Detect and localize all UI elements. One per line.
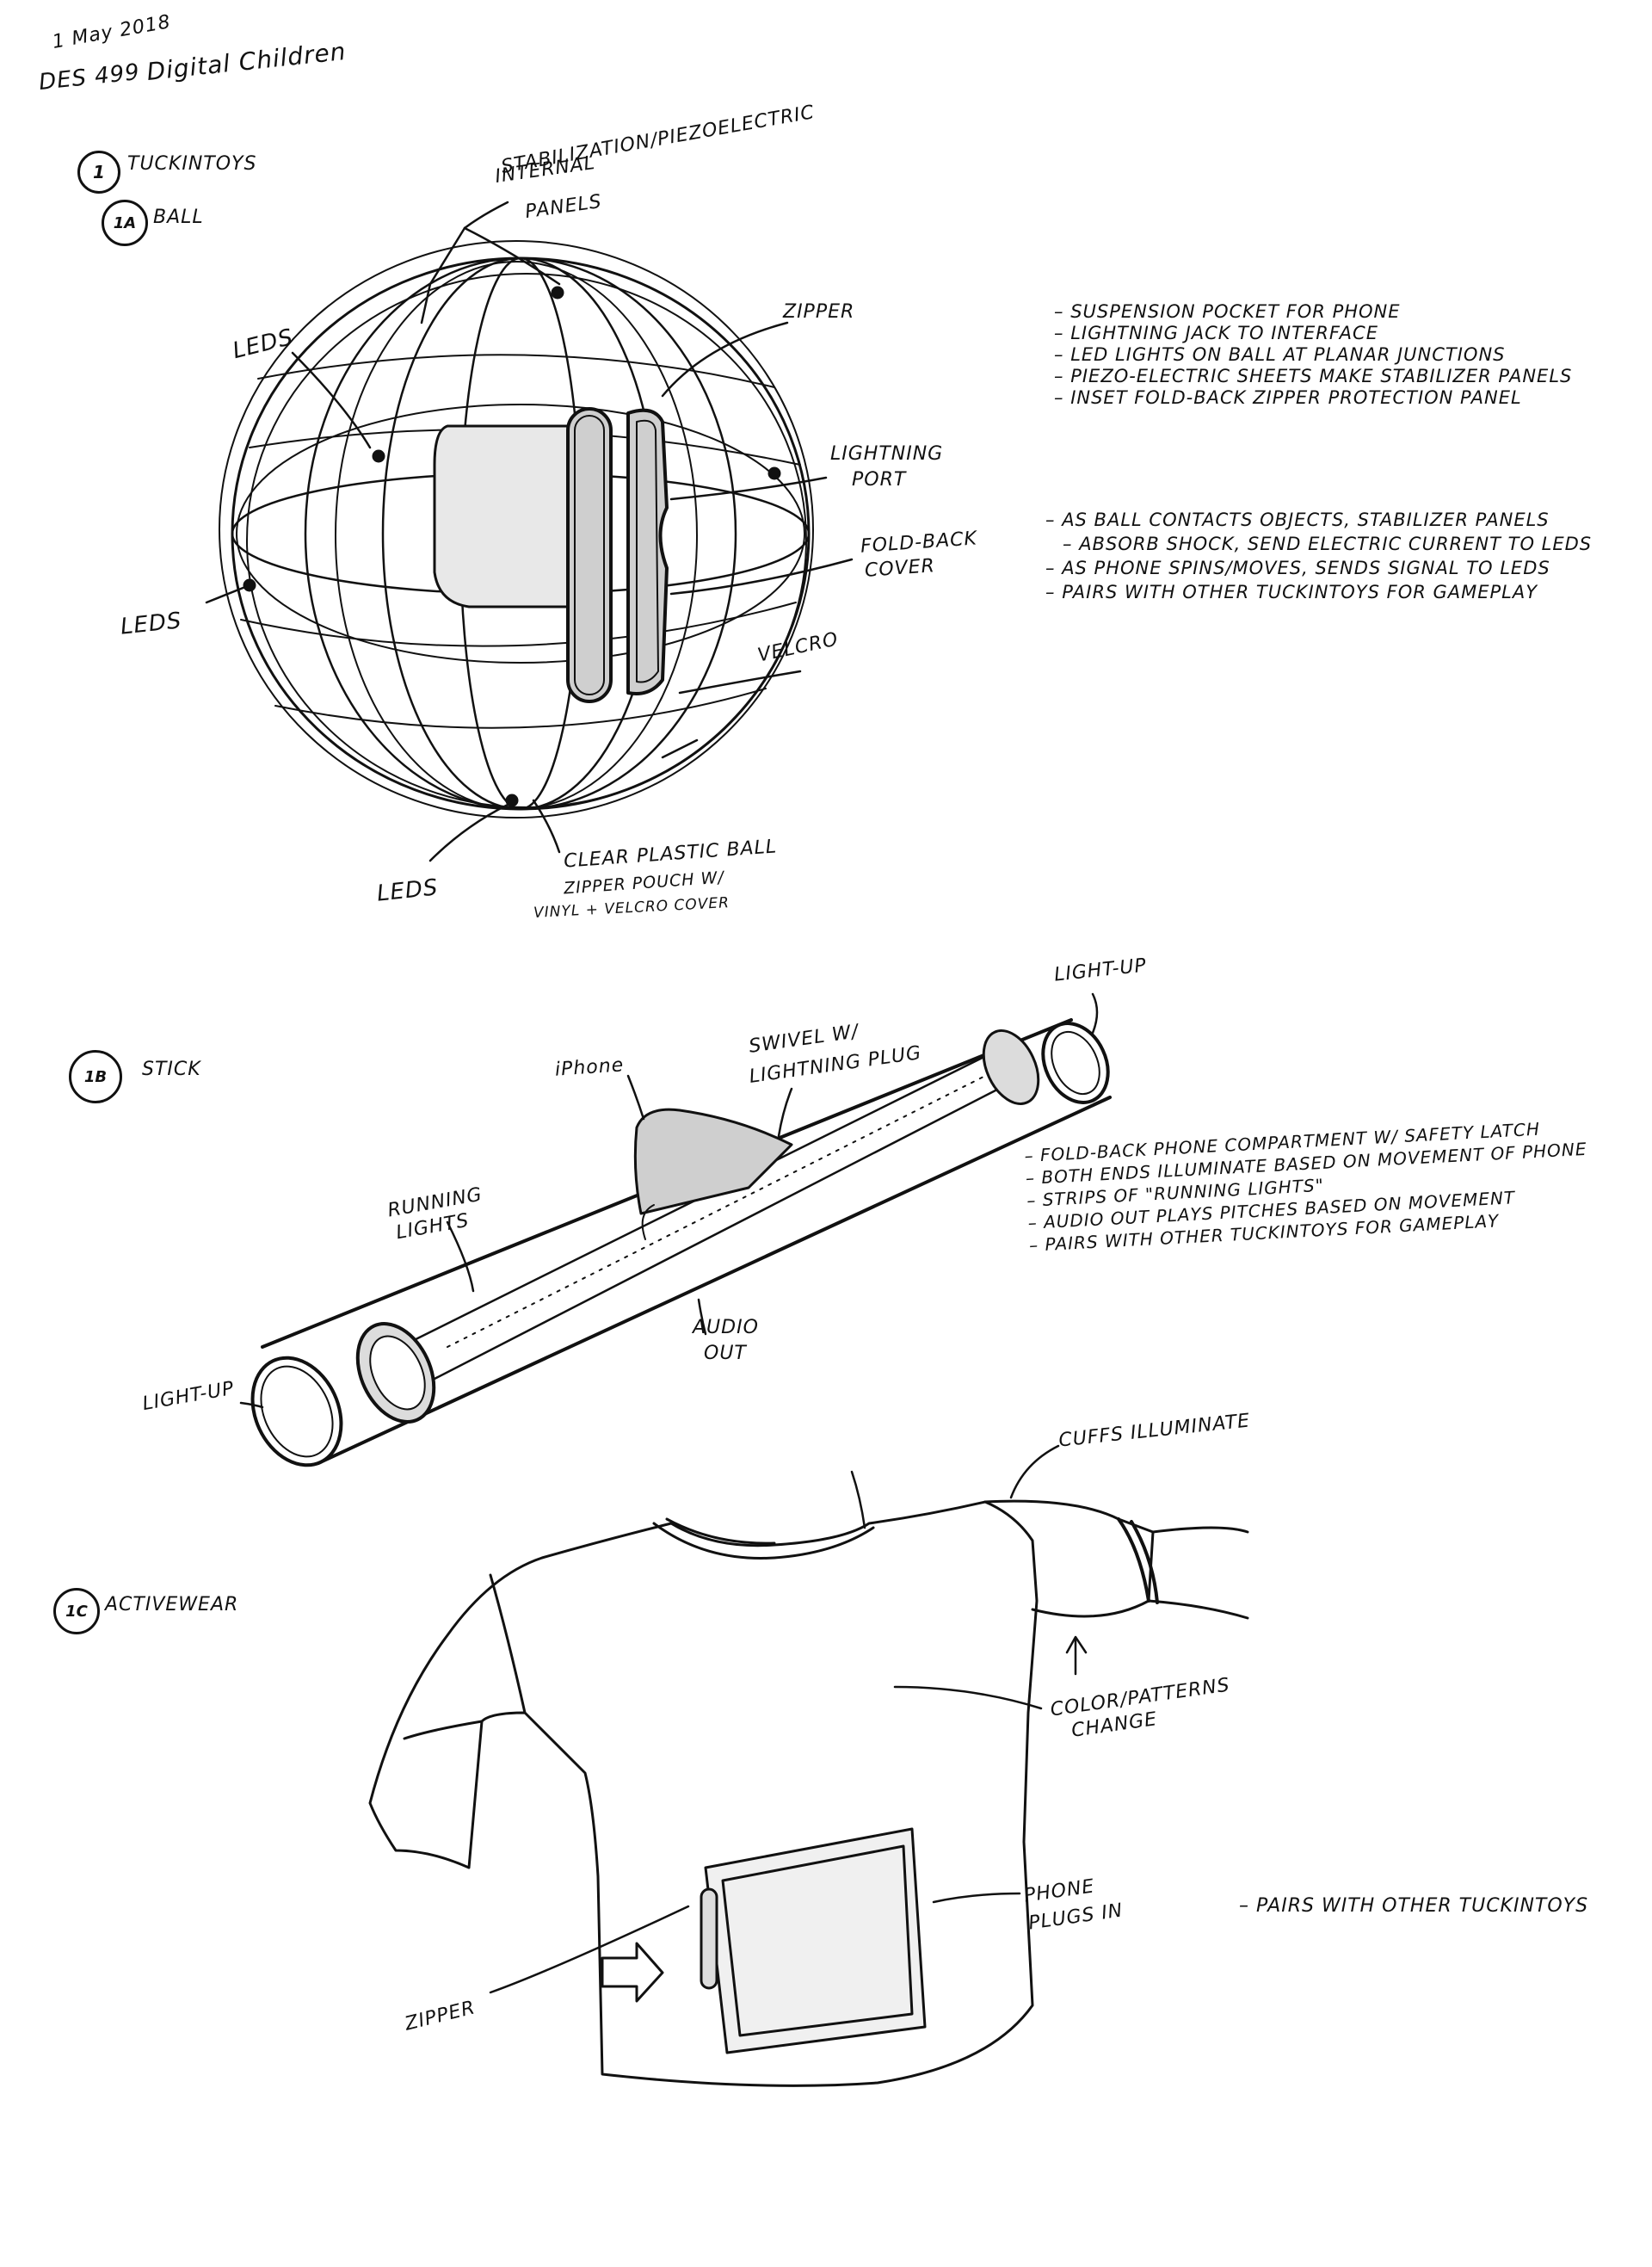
activewear-leaders [489, 1444, 1088, 1994]
stick-sketch [250, 1018, 1112, 1467]
section-title-stick: Stick [142, 1059, 201, 1080]
ball-leaders [205, 201, 854, 862]
stick-leaders [239, 992, 1099, 1409]
ball-notes-a: Suspension pocket for phone Lightning ja… [1054, 301, 1572, 409]
section-number-1: 1 [77, 151, 120, 194]
ball-note-a-2: Lightning jack to interface [1054, 323, 1572, 344]
label-audio-out-1: Audio [693, 1317, 759, 1338]
ball-note-b-2: As phone spins/moves, sends signal to LE… [1045, 556, 1592, 580]
activewear-note-1: Pairs with other Tuckintoys [1239, 1893, 1588, 1919]
label-zipper-ball: Zipper [783, 301, 855, 323]
section-number-1b: 1B [69, 1050, 122, 1103]
activewear-notes: Pairs with other Tuckintoys [1239, 1893, 1588, 1919]
ball-notes-b: As ball contacts objects, stabilizer pan… [1045, 508, 1592, 604]
label-audio-out-2: Out [704, 1343, 747, 1364]
ball-note-a-1: Suspension pocket for phone [1054, 301, 1572, 323]
ball-note-a-5: Inset fold-back zipper protection panel [1054, 387, 1572, 409]
label-lightning-port-2: Port [852, 469, 907, 491]
ball-note-a-4: Piezo-electric sheets make stabilizer pa… [1054, 366, 1572, 387]
ball-note-b-1b: absorb shock, send electric current to L… [1045, 532, 1592, 556]
ball-sketch [219, 240, 814, 818]
ball-note-a-3: LED lights on ball at planar junctions [1054, 344, 1572, 366]
label-lightning-port-1: Lightning [830, 443, 944, 465]
ball-note-b-3: Pairs with other Tuckintoys for gameplay [1045, 580, 1592, 604]
section-number-1a: 1A [102, 200, 148, 246]
section-title-tuckintoys: Tuckintoys [127, 153, 257, 175]
ball-note-b-1a: As ball contacts objects, stabilizer pan… [1045, 508, 1592, 532]
section-title-ball: Ball [153, 207, 204, 228]
activewear-sketch [368, 1499, 1249, 2087]
section-title-activewear: Activewear [105, 1594, 239, 1615]
section-number-1c: 1C [53, 1588, 100, 1634]
